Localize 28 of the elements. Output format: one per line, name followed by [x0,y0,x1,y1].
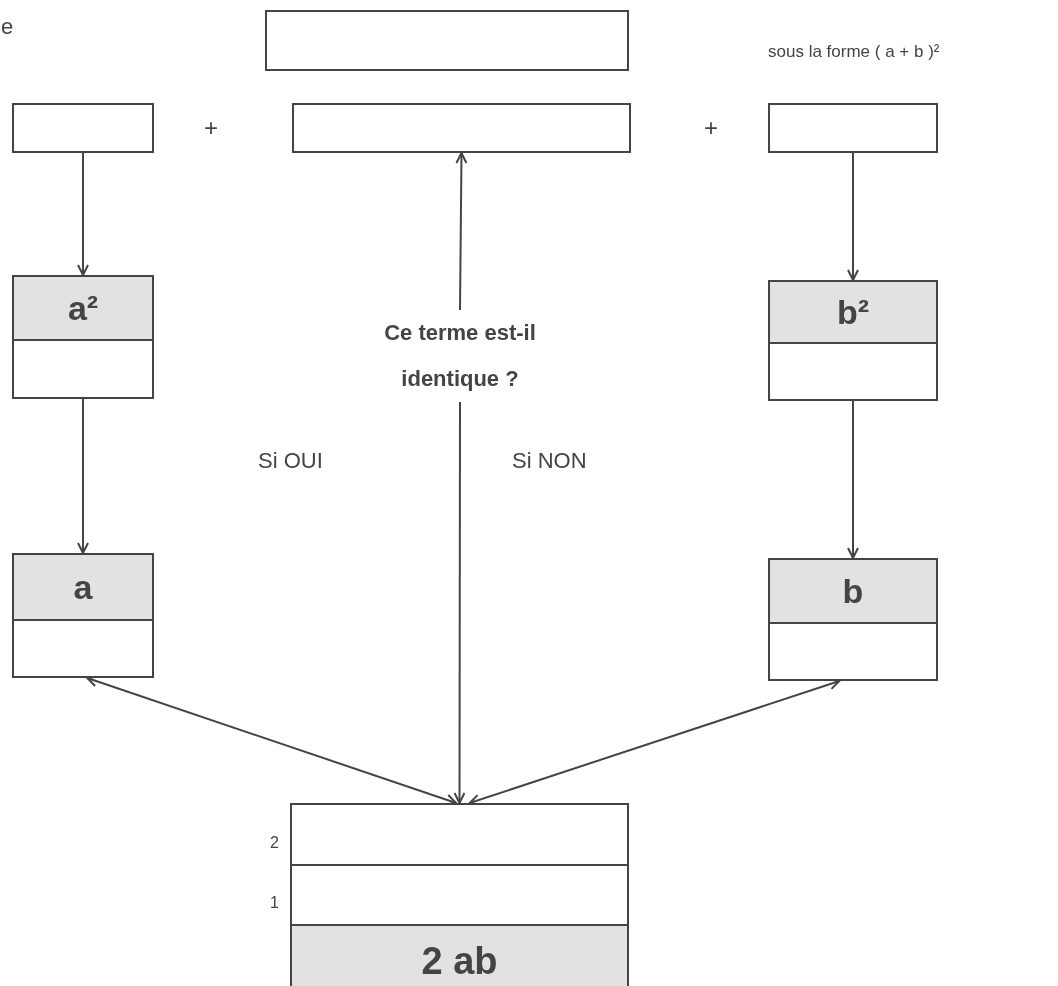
question-text: Ce terme est-il identique ? [384,320,536,391]
term-box [768,558,938,681]
arrow [847,400,859,559]
arrow [77,398,89,554]
term-header: a [14,555,152,619]
arrow [77,152,89,276]
label-text: Si OUI [258,448,323,474]
term-box [12,553,154,678]
label-text: + [704,114,718,142]
arrow [453,401,466,804]
term-header: b [770,560,936,622]
term-box [12,275,154,399]
empty-box [265,10,629,71]
label-text: Si NON [512,448,587,474]
term-header: b² [770,282,936,342]
label-text: e [1,14,14,40]
term-header: 2 ab [292,924,627,986]
empty-box [292,103,631,153]
row-number: 2 [270,834,279,852]
empty-box [12,103,154,153]
label-text: sous la forme ( a + b )² [768,42,940,62]
empty-box [768,103,938,153]
term-header: a² [14,277,152,339]
arrow [847,152,859,281]
arrow [455,152,468,311]
label-text: + [204,114,218,142]
row-number: 1 [270,894,279,912]
term-box [768,280,938,401]
